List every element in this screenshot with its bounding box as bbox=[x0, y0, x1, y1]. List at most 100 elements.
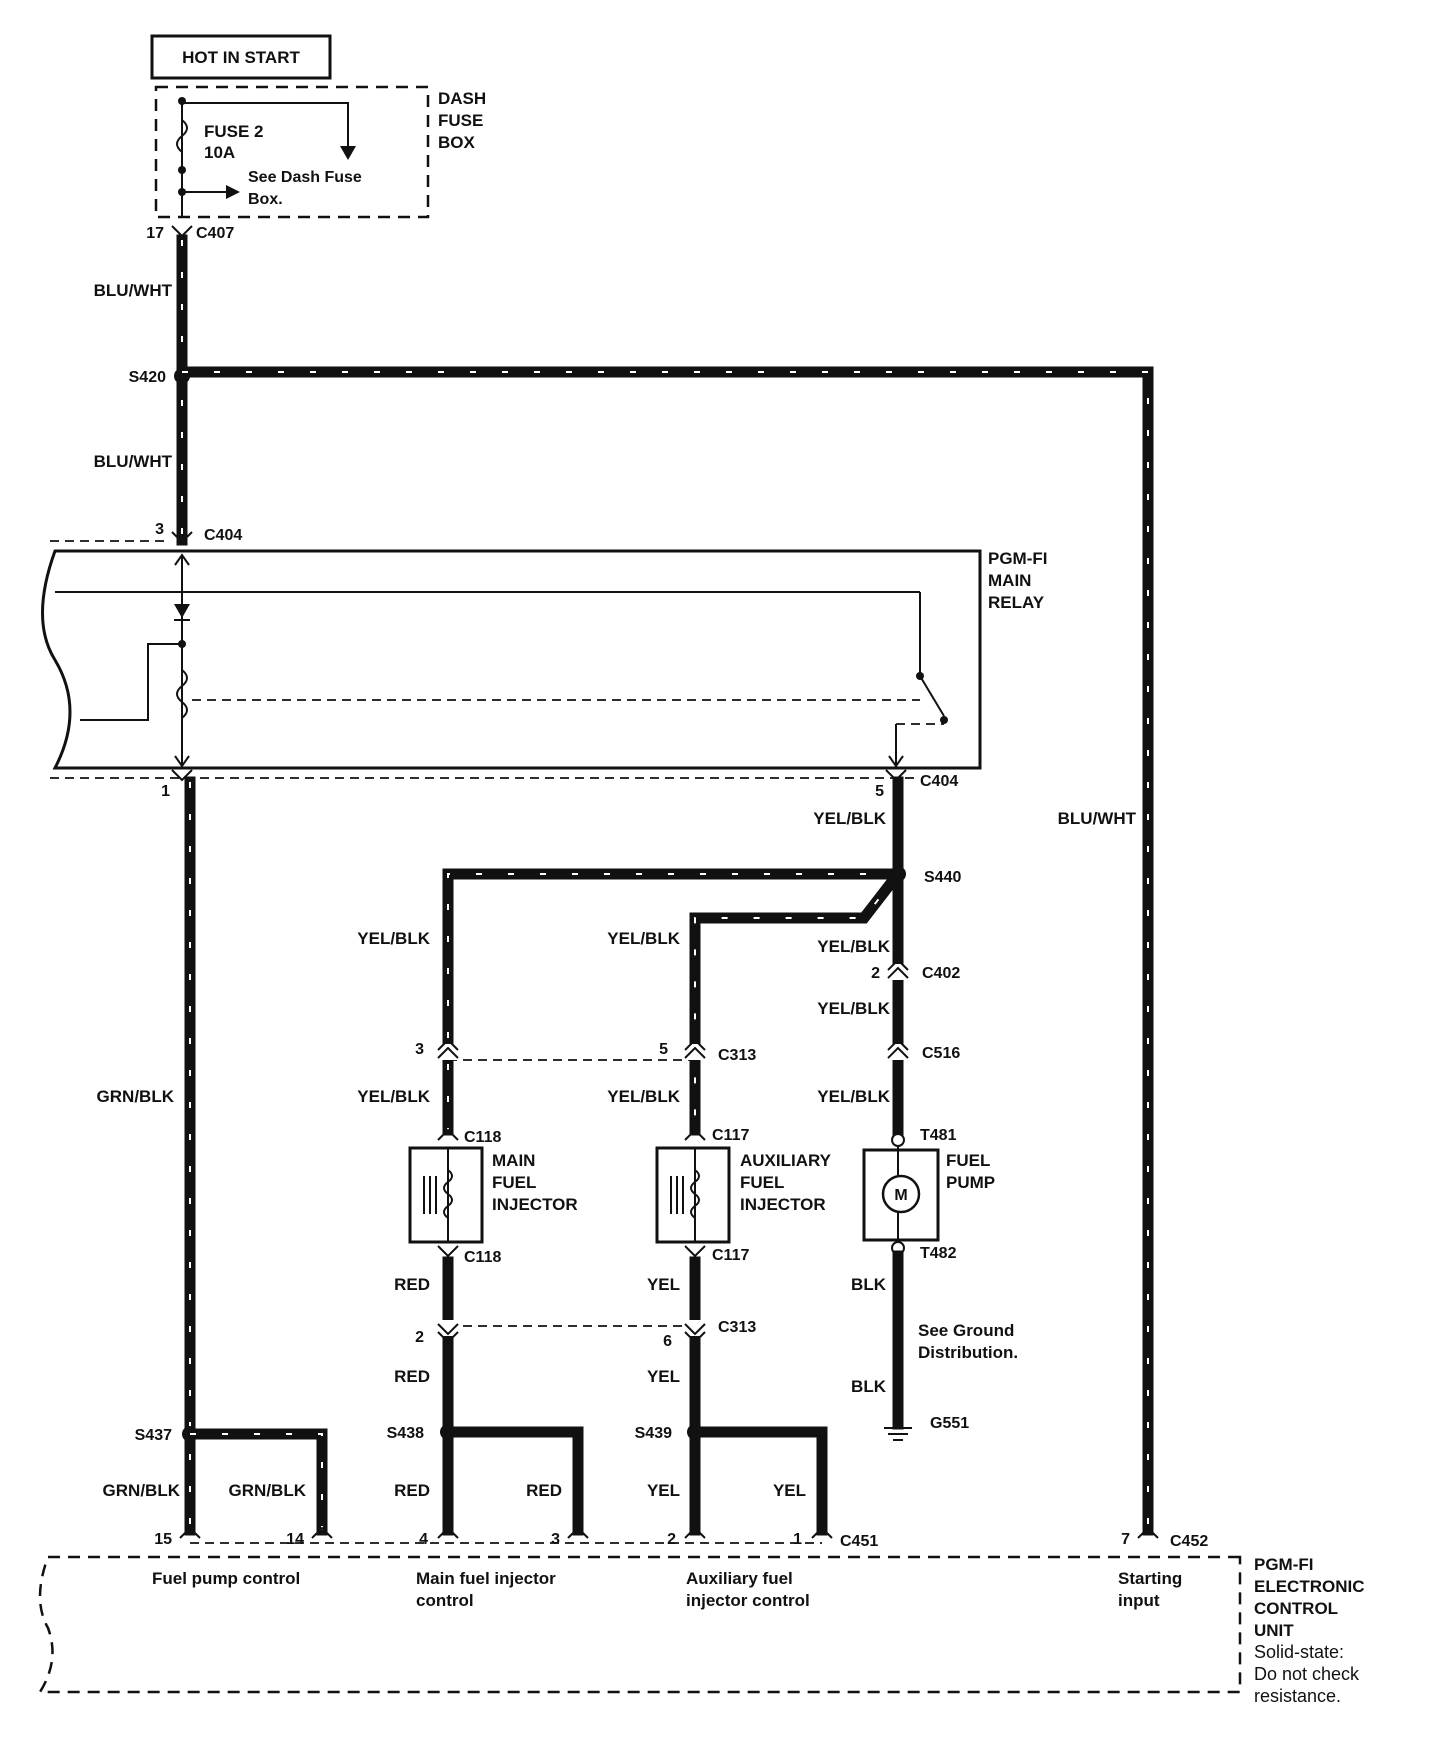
c451-label: C451 bbox=[840, 1533, 878, 1550]
c313-pin2: 2 bbox=[415, 1329, 424, 1346]
c313-bottom-label: C313 bbox=[718, 1319, 756, 1336]
ecu-note-3: resistance. bbox=[1254, 1686, 1341, 1706]
c117-bottom-label: C117 bbox=[712, 1247, 749, 1264]
yel-blk-label-1: YEL/BLK bbox=[813, 809, 886, 828]
c313-top-label: C313 bbox=[718, 1047, 756, 1064]
c516-connector-icon bbox=[887, 1046, 909, 1059]
yel-blk-label-5: YEL/BLK bbox=[817, 999, 890, 1018]
dash-fuse-box-title-2: FUSE bbox=[438, 111, 483, 130]
blu-wht-label-3: BLU/WHT bbox=[1058, 809, 1137, 828]
c451-pin-14: 14 bbox=[286, 1531, 304, 1548]
c402-pin: 2 bbox=[871, 965, 880, 982]
c451-pin-15: 15 bbox=[154, 1531, 172, 1548]
fuel-pump-motor-icon bbox=[881, 1174, 921, 1214]
c404-top-label: C404 bbox=[204, 527, 242, 544]
yel-blk-label-6: YEL/BLK bbox=[817, 1087, 890, 1106]
ground-note-1: See Ground bbox=[918, 1321, 1014, 1340]
blk-label-1: BLK bbox=[851, 1275, 887, 1294]
fuse-box-down-arrow-icon bbox=[340, 146, 356, 160]
pgm-fi-main-relay-outline bbox=[41, 549, 982, 770]
aux-injector-title-3: INJECTOR bbox=[740, 1195, 826, 1214]
yel-label-1: YEL bbox=[647, 1275, 680, 1294]
blk-label-2: BLK bbox=[851, 1377, 887, 1396]
dash-fuse-box-title-1: DASH bbox=[438, 89, 486, 108]
ecu-input-main-injector-1: Main fuel injector bbox=[416, 1569, 556, 1588]
grn-blk-label-1: GRN/BLK bbox=[97, 1087, 175, 1106]
t482-label: T482 bbox=[920, 1245, 957, 1262]
see-dash-fuse-line-1: See Dash Fuse bbox=[248, 169, 362, 186]
c407-label: C407 bbox=[196, 225, 234, 242]
c404-pin3: 3 bbox=[155, 521, 164, 538]
yel-blk-label-8: YEL/BLK bbox=[607, 1087, 680, 1106]
main-injector-solenoid-icon bbox=[443, 1169, 453, 1219]
c118-bottom-label: C118 bbox=[464, 1249, 501, 1266]
relay-title-1: PGM-FI bbox=[988, 549, 1048, 568]
grn-blk-label-3: GRN/BLK bbox=[229, 1481, 307, 1500]
s439-label: S439 bbox=[635, 1425, 672, 1442]
s438-label: S438 bbox=[387, 1425, 424, 1442]
c313-pin5: 5 bbox=[659, 1041, 668, 1058]
c118-top-label: C118 bbox=[464, 1129, 501, 1146]
c117-top-label: C117 bbox=[712, 1127, 749, 1144]
main-fuel-injector-box bbox=[408, 1146, 484, 1244]
c313-pin6: 6 bbox=[663, 1333, 672, 1350]
yel-label-2: YEL bbox=[647, 1367, 680, 1386]
ecu-input-aux-injector-1: Auxiliary fuel bbox=[686, 1569, 793, 1588]
g551-label: G551 bbox=[930, 1415, 969, 1432]
c452-label: C452 bbox=[1170, 1533, 1208, 1550]
c516-label: C516 bbox=[922, 1045, 960, 1062]
ecu-input-fuel-pump-control: Fuel pump control bbox=[152, 1569, 300, 1588]
fuel-pump-title-1: FUEL bbox=[946, 1151, 990, 1170]
s440-label: S440 bbox=[924, 869, 961, 886]
yel-label-3: YEL bbox=[647, 1481, 680, 1500]
red-label-4: RED bbox=[526, 1481, 562, 1500]
c402-label: C402 bbox=[922, 965, 960, 982]
fuse-icon bbox=[176, 119, 188, 153]
dash-fuse-box-title-3: BOX bbox=[438, 133, 476, 152]
ecu-note-2: Do not check bbox=[1254, 1664, 1360, 1684]
relay-title-3: RELAY bbox=[988, 593, 1045, 612]
relay-switch-icon bbox=[919, 675, 945, 717]
aux-injector-title-2: FUEL bbox=[740, 1173, 784, 1192]
fuel-pump-title-2: PUMP bbox=[946, 1173, 995, 1192]
dash-fuse-box-outline bbox=[154, 85, 430, 219]
red-label-1: RED bbox=[394, 1275, 430, 1294]
red-label-2: RED bbox=[394, 1367, 430, 1386]
c404-bottom-label: C404 bbox=[920, 773, 958, 790]
relay-coil-icon bbox=[176, 669, 188, 719]
yel-blk-label-2: YEL/BLK bbox=[357, 929, 430, 948]
fuse-mid-node bbox=[178, 166, 186, 174]
see-dash-fuse-line-2: Box. bbox=[248, 191, 283, 208]
blu-wht-label-2: BLU/WHT bbox=[94, 452, 173, 471]
c404-pin5: 5 bbox=[875, 783, 884, 800]
t481-terminal bbox=[891, 1133, 905, 1147]
c404-top-connector-icon bbox=[171, 531, 193, 544]
c451-pin-2: 2 bbox=[667, 1531, 676, 1548]
ecu-input-starting-2: input bbox=[1118, 1591, 1160, 1610]
yel-branch-wire bbox=[689, 1426, 828, 1536]
c407-pin: 17 bbox=[146, 225, 164, 242]
c451-pin-4: 4 bbox=[419, 1531, 428, 1548]
yel-label-4: YEL bbox=[773, 1481, 806, 1500]
relay-title-2: MAIN bbox=[988, 571, 1031, 590]
see-dash-fuse-arrow-icon bbox=[226, 185, 240, 199]
red-label-3: RED bbox=[394, 1481, 430, 1500]
ecu-input-aux-injector-2: injector control bbox=[686, 1591, 810, 1610]
hot-in-start-label: HOT IN START bbox=[182, 48, 300, 67]
red-branch-wire bbox=[442, 1426, 584, 1536]
main-injector-title-2: FUEL bbox=[492, 1173, 536, 1192]
fuel-pump-box bbox=[862, 1148, 940, 1242]
c402-connector-icon bbox=[887, 966, 909, 979]
relay-diode-icon bbox=[174, 604, 190, 618]
hot-in-start-box bbox=[150, 34, 332, 80]
c451-pin-1: 1 bbox=[793, 1531, 802, 1548]
aux-injector-title-1: AUXILIARY bbox=[740, 1151, 832, 1170]
yel-blk-label-7: YEL/BLK bbox=[357, 1087, 430, 1106]
ground-note-2: Distribution. bbox=[918, 1343, 1018, 1362]
blu-wht-label-1: BLU/WHT bbox=[94, 281, 173, 300]
aux-injector-solenoid-icon bbox=[690, 1169, 700, 1219]
main-injector-title-3: INJECTOR bbox=[492, 1195, 578, 1214]
yel-blk-label-4: YEL/BLK bbox=[817, 937, 890, 956]
yel-blk-label-3: YEL/BLK bbox=[607, 929, 680, 948]
